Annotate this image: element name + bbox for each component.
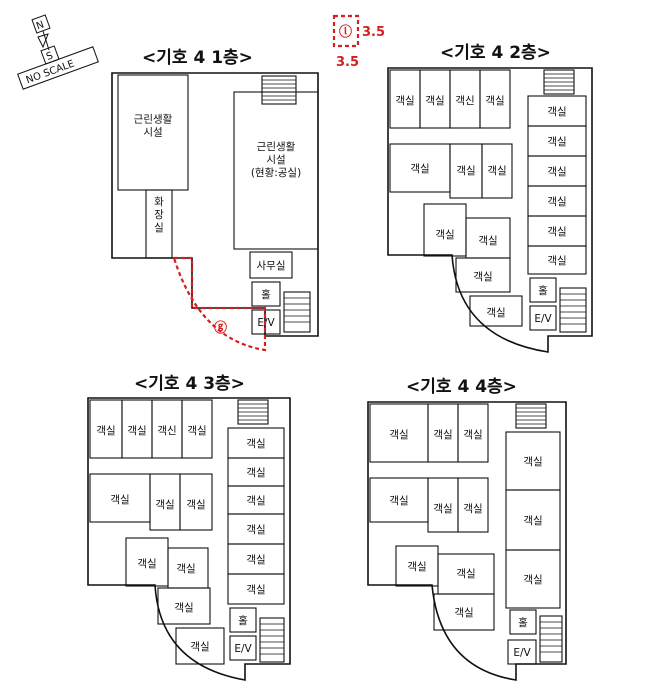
room-label: 객실 <box>456 165 475 177</box>
room-label: 객실 <box>435 229 454 241</box>
ev-label: E/V <box>257 317 275 329</box>
ev-label: E/V <box>534 313 552 325</box>
room-label: 객실 <box>96 425 115 437</box>
location-marker: ⓛ 3.5 3.5 <box>332 14 385 70</box>
room-label: 객실 <box>246 554 265 566</box>
room-label: 객실 <box>523 574 542 586</box>
room-label: 객실 <box>463 429 482 441</box>
room-label: 객실 <box>174 602 193 614</box>
room-label: 객실 <box>547 196 566 208</box>
ev-label: E/V <box>234 643 252 655</box>
room-label: 객실 <box>389 495 408 507</box>
room-label: 객실 <box>487 165 506 177</box>
room-label: 객실 <box>246 495 265 507</box>
plan-title: <기호 4 3층> <box>134 374 245 394</box>
room-label: 객실 <box>473 271 492 283</box>
room-label: 객실 <box>407 561 426 573</box>
hall-label: 홀 <box>238 614 248 627</box>
room-label: 객실 <box>246 584 265 596</box>
room-label: 객실 <box>137 558 156 570</box>
room-label: 객실 <box>547 136 566 148</box>
plan-floor-4: <기호 4 4층> 객실 객실 객실 객실 객실 객실 객실 객실 객실 <box>367 377 567 681</box>
plan-title: <기호 4 1층> <box>142 48 253 68</box>
room-label: 객실 <box>433 429 452 441</box>
room-label: 객실 <box>523 515 542 527</box>
plan-floor-2: <기호 4 2층> 객실 객실 객신 객실 객실 객실 객실 객실 객실 객실 <box>387 43 593 353</box>
marker-dim-right: 3.5 <box>362 25 385 40</box>
room-label: 객실 <box>410 163 429 175</box>
marker-symbol: ⓛ <box>339 24 352 40</box>
plan-title: <기호 4 2층> <box>440 43 551 63</box>
room-label: 객실 <box>246 524 265 536</box>
room-label: 객실 <box>190 641 209 653</box>
office-label: 사무실 <box>257 260 286 272</box>
north-arrow: N S NO SCALE <box>17 14 99 90</box>
room-label: 객실 <box>176 563 195 575</box>
plan-title: <기호 4 4층> <box>406 377 517 397</box>
room-label: 객실 <box>547 166 566 178</box>
room-label: 객실 <box>463 503 482 515</box>
plan-floor-3: <기호 4 3층> 객실 객실 객신 객실 객실 객실 객실 객실 객실 객실 <box>87 374 291 681</box>
room-label: 객실 <box>389 429 408 441</box>
hall-label: 홀 <box>261 288 271 301</box>
hall-label: 홀 <box>518 616 528 629</box>
room-label: 객실 <box>110 494 129 506</box>
room-label: 객실 <box>486 307 505 319</box>
room-label: 객실 <box>127 425 146 437</box>
room-label: 객실 <box>155 499 174 511</box>
room-label: 객신 <box>455 95 474 107</box>
room-label: 객실 <box>186 499 205 511</box>
room-label: 객실 <box>425 95 444 107</box>
hall-label: 홀 <box>538 284 548 297</box>
room-label: 객실 <box>246 438 265 450</box>
room-label: 객실 <box>395 95 414 107</box>
scale-label: S <box>45 50 55 63</box>
ev-label: E/V <box>513 647 531 659</box>
room-label: 객실 <box>485 95 504 107</box>
room-label: 객실 <box>187 425 206 437</box>
area-marker: ⓖ <box>214 320 227 336</box>
room-label: 객실 <box>246 467 265 479</box>
room-label: 객신 <box>157 425 176 437</box>
room-label: 객실 <box>478 235 497 247</box>
room-label: 객실 <box>456 568 475 580</box>
room-label: 객실 <box>454 607 473 619</box>
room-label: 객실 <box>433 503 452 515</box>
room-label: 객실 <box>547 255 566 267</box>
room-label: 객실 <box>547 106 566 118</box>
marker-dim-bottom: 3.5 <box>336 55 359 70</box>
room-label: 객실 <box>547 226 566 238</box>
room-label: 객실 <box>523 456 542 468</box>
north-label: N <box>35 19 46 32</box>
